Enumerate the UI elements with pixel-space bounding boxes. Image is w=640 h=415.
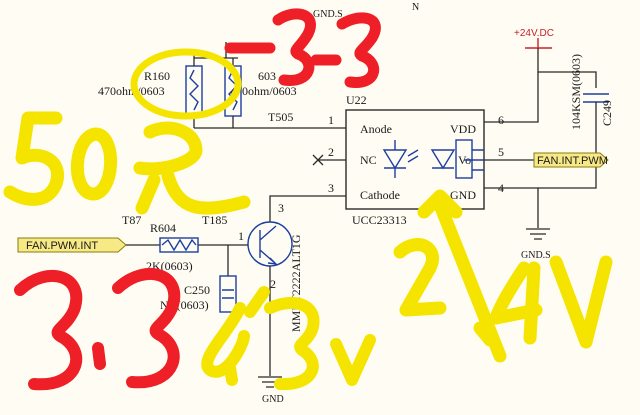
r160-value: 470ohm/0603 (98, 84, 165, 98)
ground-symbol-right (526, 228, 550, 240)
net-flag-out (533, 152, 609, 168)
supply-symbol (525, 38, 552, 49)
annotation-yellow-bottom (201, 286, 376, 391)
pin5-num: 5 (498, 145, 504, 159)
pin-nc: NC (360, 153, 377, 167)
annotation-red-top (224, 8, 381, 88)
gnd-s-label: GND.S (521, 250, 551, 261)
internal-driver-icon (430, 139, 484, 179)
pin6-num: 6 (498, 113, 504, 127)
testpoint-t505: T505 (268, 110, 293, 124)
capacitor-c250 (219, 275, 237, 313)
annotation-red-bottom (14, 267, 181, 391)
capacitor-c249: 104KSM(0603) C249 (538, 54, 614, 189)
q-pin3: 3 (278, 201, 284, 215)
cathode-wire (269, 195, 346, 222)
transistor-q (247, 221, 293, 267)
r160-ref: R160 (144, 69, 170, 83)
q-part: MMBT2222ALT1G (289, 234, 303, 332)
annotation-yellow-circle (130, 48, 242, 120)
u22-part: UCC23313 (352, 213, 407, 227)
pin-cathode: Cathode (360, 188, 400, 202)
pin2-num: 2 (328, 145, 334, 159)
c250-ref: C250 (184, 283, 210, 297)
pin1-num: 1 (328, 113, 334, 127)
q-pin1: 1 (238, 229, 244, 243)
gnd-wire (484, 187, 539, 228)
resistor-r604 (159, 237, 199, 253)
pin3-num: 3 (328, 181, 334, 195)
pin4-num: 4 (498, 181, 504, 195)
pin-anode: Anode (360, 122, 392, 136)
gnd-label: GND (262, 394, 284, 405)
vdd-wire (484, 72, 539, 123)
pin-vdd: VDD (450, 122, 476, 136)
c249-value: 104KSM(0603) (569, 54, 583, 130)
r603-value: 470ohm/0603 (230, 84, 297, 98)
c249-ref: C249 (600, 100, 614, 126)
top-net-label: GND.S (313, 9, 343, 20)
r603-ref: 603 (258, 69, 276, 83)
pin-gnd: GND (450, 188, 476, 202)
annotation-yellow-right (393, 189, 613, 363)
net-out-label: FAN.INT.PWM (537, 155, 608, 167)
supply-label: +24V.DC (514, 28, 554, 39)
q-pin2: 2 (270, 277, 276, 291)
nc-mark (312, 154, 324, 166)
r604-ref: R604 (150, 221, 176, 235)
u22-ref: U22 (346, 93, 367, 107)
testpoint-t185: T185 (202, 213, 227, 227)
annotation-yellow-left (3, 111, 251, 215)
net-flag-in (17, 237, 127, 253)
net-in-label: FAN.PWM.INT (26, 240, 98, 252)
supply-wire (537, 48, 597, 88)
testpoint-t87: T87 (122, 213, 141, 227)
internal-led-icon (382, 140, 419, 178)
top-right-letter: N (412, 2, 419, 13)
